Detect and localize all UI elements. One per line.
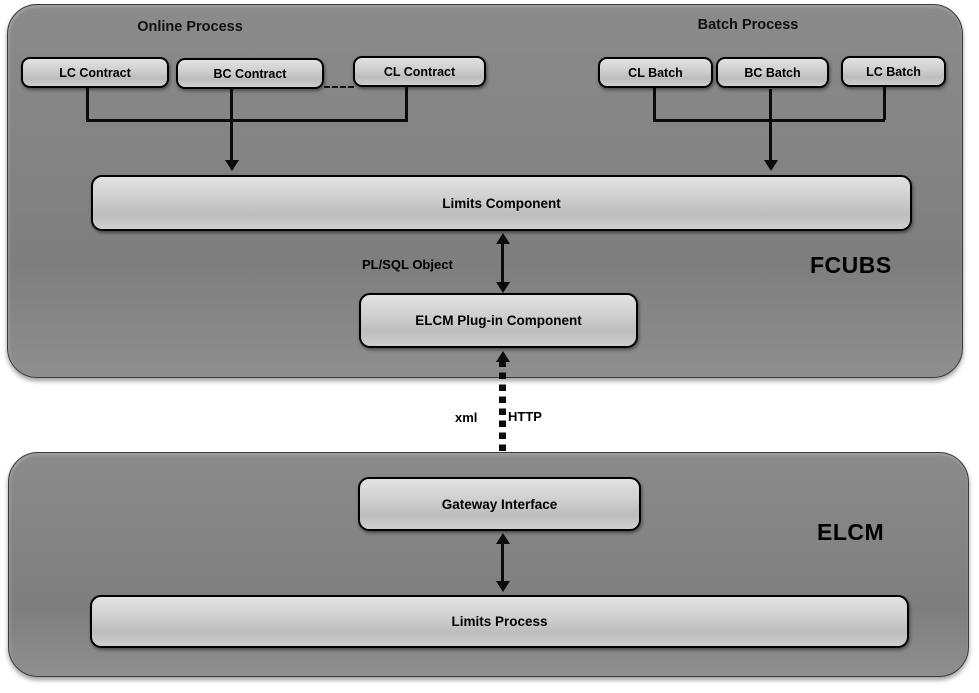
node-limits-component[interactable]: Limits Component: [91, 175, 912, 231]
arrowhead-bridge-up: [496, 351, 510, 362]
connector-gateway-to-limits-process: [501, 540, 504, 585]
connector-online-bracket: [86, 119, 408, 122]
node-lc-contract[interactable]: LC Contract: [21, 57, 169, 88]
arrowhead-plsql-down: [496, 282, 510, 293]
node-limits-process[interactable]: Limits Process: [90, 595, 909, 648]
node-lc-batch[interactable]: LC Batch: [841, 56, 946, 87]
arrowhead-bc-batch-to-limits: [763, 160, 778, 171]
plsql-object-label: PL/SQL Object: [362, 257, 453, 272]
node-cl-contract[interactable]: CL Contract: [353, 56, 486, 87]
batch-process-title: Batch Process: [697, 17, 799, 33]
connector-xml-http-dotted: [499, 360, 506, 469]
arrowhead-limits-process-down: [496, 581, 510, 592]
elcm-panel-label: ELCM: [817, 519, 885, 545]
connector-cl-batch-down: [653, 88, 656, 121]
xml-label: xml: [455, 410, 478, 425]
connector-lc-batch-down: [883, 87, 886, 120]
node-cl-batch[interactable]: CL Batch: [598, 57, 713, 88]
arrowhead-plsql-up: [496, 233, 510, 244]
connector-bc-to-cl-dashed: [324, 86, 354, 88]
connector-plsql: [501, 240, 504, 286]
arrowhead-gateway-up: [496, 533, 510, 544]
node-bc-contract[interactable]: BC Contract: [176, 58, 324, 89]
connector-bc-batch-to-limits: [769, 89, 772, 162]
arrowhead-bc-contract-to-limits: [224, 160, 239, 171]
fcubs-panel-label: FCUBS: [810, 252, 892, 278]
node-bc-batch[interactable]: BC Batch: [716, 57, 829, 88]
node-elcm-plugin-component[interactable]: ELCM Plug-in Component: [359, 293, 638, 348]
http-label: HTTP: [508, 409, 542, 424]
connector-lc-contract-down: [86, 88, 89, 121]
node-gateway-interface[interactable]: Gateway Interface: [358, 477, 641, 531]
online-process-title: Online Process: [137, 19, 243, 35]
connector-cl-contract-down: [405, 87, 408, 120]
connector-bc-contract-to-limits: [230, 89, 233, 162]
